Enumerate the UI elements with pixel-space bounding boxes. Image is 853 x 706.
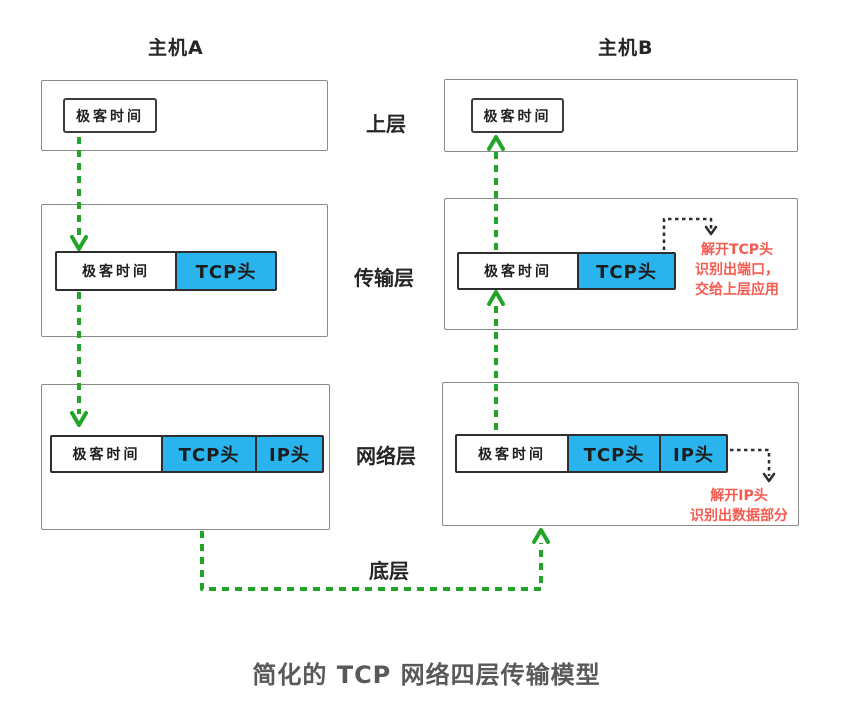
packet-segment-data: 极客时间	[50, 435, 163, 473]
packet-segment-data: 极客时间	[457, 252, 579, 290]
packet-segment-tcp-header: TCP头	[567, 434, 661, 473]
host-a-title: 主机A	[148, 37, 204, 59]
layer-label-transport: 传输层	[354, 266, 414, 290]
unpack-ip-note: 解开IP头 识别出数据部分	[678, 486, 800, 526]
host-a-transport-packet: 极客时间 TCP头	[55, 251, 277, 291]
packet-segment-tcp-header: TCP头	[577, 252, 676, 290]
layer-label-network: 网络层	[356, 444, 416, 468]
unpack-tcp-note: 解开TCP头 识别出端口， 交给上层应用	[684, 240, 790, 300]
packet-segment-tcp-header: TCP头	[161, 435, 257, 473]
packet-segment-tcp-header: TCP头	[175, 251, 277, 291]
host-b-transport-packet: 极客时间 TCP头	[457, 252, 676, 290]
note-line: 解开IP头	[710, 488, 768, 504]
note-line: 解开TCP头	[700, 242, 774, 258]
host-b-network-packet: 极客时间 TCP头 IP头	[455, 434, 728, 473]
diagram-caption: 简化的 TCP 网络四层传输模型	[252, 661, 601, 689]
packet-segment-data: 极客时间	[455, 434, 569, 473]
note-line: 交给上层应用	[695, 282, 779, 298]
host-b-title: 主机B	[598, 37, 654, 59]
host-a-network-packet: 极客时间 TCP头 IP头	[50, 435, 324, 473]
host-b-upper-data-chip: 极客时间	[471, 98, 564, 133]
host-a-upper-data-chip: 极客时间	[63, 98, 157, 133]
packet-segment-ip-header: IP头	[659, 434, 728, 473]
layer-label-bottom: 底层	[369, 559, 409, 583]
packet-segment-data: 极客时间	[55, 251, 177, 291]
note-line: 识别出数据部分	[690, 508, 788, 524]
layer-label-upper: 上层	[366, 112, 406, 136]
note-line: 识别出端口，	[695, 262, 779, 278]
packet-segment-ip-header: IP头	[255, 435, 324, 473]
